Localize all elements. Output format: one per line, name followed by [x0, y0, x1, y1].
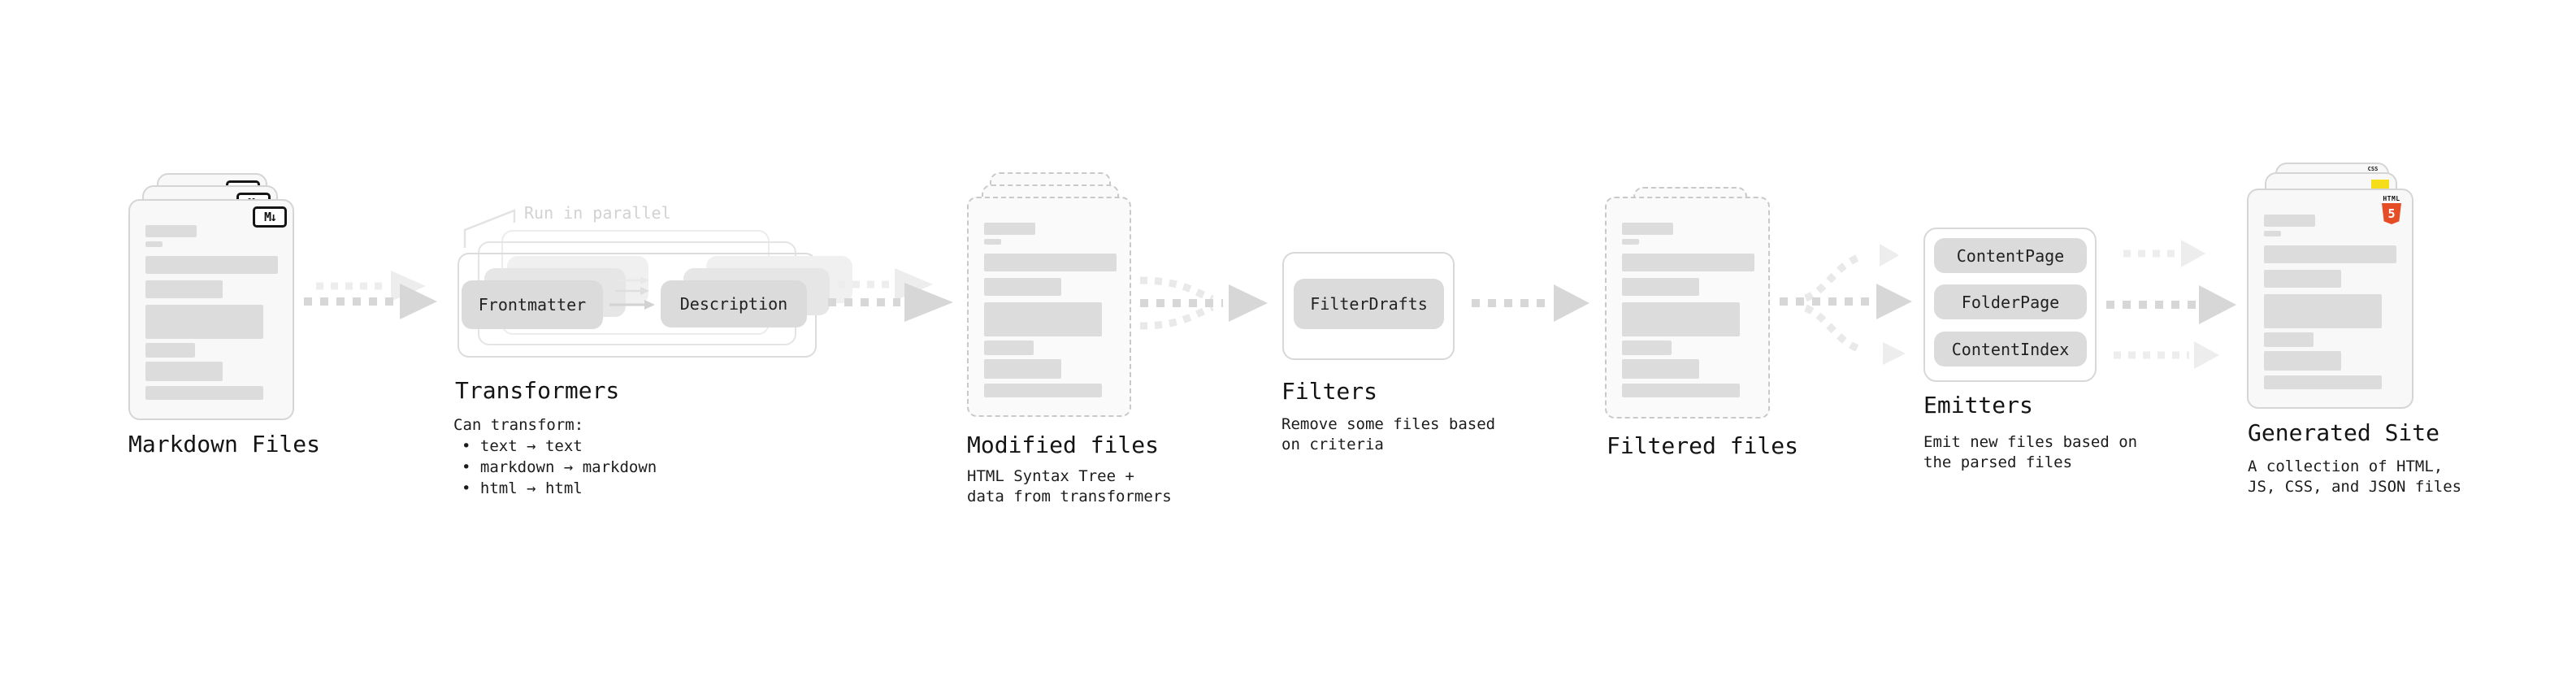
desc-line: A collection of HTML, [2248, 458, 2444, 475]
description-step: Description [661, 280, 807, 327]
content-line [1622, 359, 1699, 379]
desc-line: on criteria [1281, 436, 1384, 453]
run-in-parallel-annotation: Run in parallel [524, 203, 671, 223]
filters-description: Remove some files based on criteria [1281, 414, 1495, 455]
frontmatter-step: Frontmatter [462, 280, 603, 329]
content-line [2264, 270, 2341, 288]
content-line [145, 386, 263, 400]
transform-bullet: • text → text [462, 437, 583, 455]
modified-file-card-front [967, 197, 1131, 417]
content-line [2264, 215, 2315, 227]
content-line [145, 241, 163, 247]
content-line [145, 343, 195, 358]
content-line [2264, 245, 2396, 263]
desc-line: JS, CSS, and JSON files [2248, 478, 2462, 496]
html5-icon-number: 5 [2387, 206, 2396, 221]
content-line [984, 278, 1061, 296]
markdown-icon: M↓ [253, 206, 287, 228]
arrow-filtered-to-emitters [1780, 244, 1912, 365]
content-line [1622, 340, 1672, 355]
content-line [1622, 223, 1673, 235]
content-line [2264, 294, 2382, 328]
content-line [145, 362, 223, 381]
content-line [1622, 302, 1740, 336]
desc-line: data from transformers [967, 488, 1172, 505]
arrow-markdown-to-transformers [304, 271, 437, 319]
content-line [984, 254, 1117, 271]
contentindex-pill: ContentIndex [1934, 332, 2087, 367]
emitters-description: Emit new files based on the parsed files [1923, 432, 2137, 473]
arrow-modified-to-filters [1139, 276, 1268, 330]
markdown-file-card-front: M↓ [128, 199, 294, 420]
content-line [984, 340, 1034, 355]
transformers-description: Can transform: • text → text • markdown … [453, 414, 657, 499]
filtered-files-title: Filtered files [1607, 432, 1799, 459]
html5-icon: HTML 5 [2381, 195, 2402, 224]
emitters-title: Emitters [1923, 392, 2033, 419]
content-line [984, 359, 1061, 379]
arrow-filters-to-filtered [1472, 284, 1589, 322]
content-line [2264, 375, 2382, 389]
content-line [145, 305, 263, 339]
transform-bullet: • markdown → markdown [462, 458, 657, 476]
generated-file-card-front: HTML 5 [2247, 189, 2413, 409]
content-line [2264, 231, 2281, 236]
generated-site-title: Generated Site [2248, 419, 2440, 446]
transformers-desc-line: Can transform: [453, 416, 584, 434]
content-line [145, 225, 197, 237]
content-line [984, 384, 1102, 397]
markdown-files-label: Markdown Files [128, 431, 321, 458]
generated-site-description: A collection of HTML, JS, CSS, and JSON … [2248, 457, 2461, 497]
desc-line: HTML Syntax Tree + [967, 467, 1134, 485]
content-line [2264, 332, 2314, 347]
css-icon-label: CSS [2367, 166, 2379, 172]
content-line [1622, 239, 1639, 245]
desc-line: Emit new files based on [1923, 433, 2138, 451]
content-line [145, 280, 223, 298]
content-line [984, 223, 1035, 235]
content-line [1622, 384, 1740, 397]
modified-files-title: Modified files [967, 432, 1160, 458]
transform-bullet: • html → html [462, 479, 583, 497]
desc-line: Remove some files based [1281, 415, 1496, 433]
content-line [984, 239, 1001, 245]
transformers-title: Transformers [455, 377, 620, 404]
filtered-file-card-front [1605, 197, 1770, 419]
desc-line: the parsed files [1923, 453, 2073, 471]
content-line [984, 302, 1102, 336]
contentpage-pill: ContentPage [1934, 238, 2087, 273]
content-line [1622, 254, 1754, 271]
content-line [1622, 278, 1699, 296]
filters-title: Filters [1281, 378, 1378, 405]
folderpage-pill: FolderPage [1934, 284, 2087, 319]
html5-icon-shield: 5 [2382, 203, 2401, 224]
html5-icon-label: HTML [2383, 195, 2400, 202]
content-line [2264, 351, 2341, 371]
modified-files-description: HTML Syntax Tree + data from transformer… [967, 466, 1172, 507]
filterdrafts-pill: FilterDrafts [1294, 279, 1444, 329]
arrow-emitters-to-generated [2106, 240, 2236, 369]
content-line [145, 256, 278, 274]
